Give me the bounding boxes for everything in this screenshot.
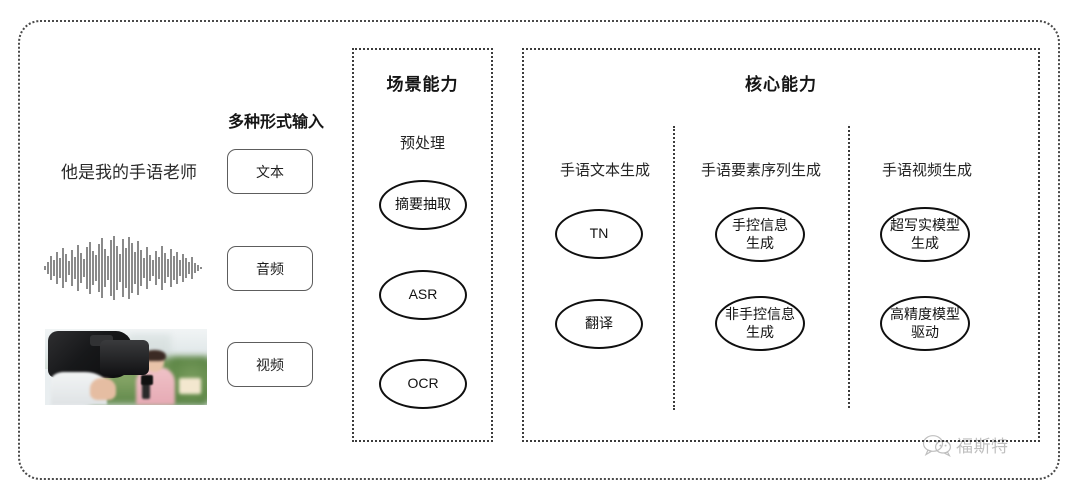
modality-button-video[interactable]: 视频 (227, 342, 313, 387)
core-node-tn[interactable]: TN (555, 209, 643, 259)
audio-waveform-icon (44, 236, 202, 300)
node-label-line1: 非手控信息 (725, 306, 795, 323)
modality-button-text[interactable]: 文本 (227, 149, 313, 194)
wechat-logo-icon (922, 434, 952, 457)
core-node-manual-info-generation[interactable]: 手控信息 生成 (715, 207, 805, 262)
node-label: 翻译 (585, 315, 613, 332)
core-column-divider-1 (673, 126, 675, 410)
core-column-divider-2 (848, 126, 850, 408)
watermark-text: 福斯特 (956, 437, 1009, 456)
node-label-line1: 高精度模型 (890, 306, 960, 323)
modality-label: 音频 (256, 260, 284, 277)
node-label-line2: 生成 (746, 323, 774, 340)
node-label-line1: 超写实模型 (890, 217, 960, 234)
node-label: 摘要抽取 (395, 196, 451, 213)
node-label: 非手控信息 生成 (721, 306, 799, 340)
core-capability-panel: 核心能力 (522, 48, 1040, 442)
node-label: 超写实模型 生成 (886, 217, 964, 251)
node-label: OCR (407, 375, 439, 392)
video-thumbnail-image (45, 329, 207, 405)
scene-group-label: 预处理 (399, 135, 445, 152)
node-label: TN (589, 225, 609, 242)
core-panel-title: 核心能力 (745, 75, 817, 94)
outer-dotted-frame (18, 20, 1060, 480)
scene-node-ocr[interactable]: OCR (379, 359, 467, 409)
node-label: 手控信息 生成 (728, 217, 792, 251)
node-label: 高精度模型 驱动 (886, 306, 964, 340)
core-node-high-precision-model-driving[interactable]: 高精度模型 驱动 (880, 296, 970, 351)
input-section-heading: 多种形式输入 (227, 114, 324, 131)
node-label-line1: 手控信息 (732, 217, 788, 234)
scene-panel-title: 场景能力 (386, 75, 459, 94)
core-column-label-sign-element-sequence-generation: 手语要素序列生成 (700, 162, 821, 179)
scene-node-summary-extraction[interactable]: 摘要抽取 (379, 180, 467, 230)
core-node-translation[interactable]: 翻译 (555, 299, 643, 349)
core-column-label-sign-text-generation: 手语文本生成 (559, 162, 650, 179)
core-node-non-manual-info-generation[interactable]: 非手控信息 生成 (715, 296, 805, 351)
modality-label: 文本 (256, 163, 284, 180)
sample-sentence-text: 他是我的手语老师 (61, 163, 197, 182)
node-label-line2: 驱动 (911, 323, 939, 340)
modality-button-audio[interactable]: 音频 (227, 246, 313, 291)
node-label: ASR (408, 286, 438, 303)
scene-node-asr[interactable]: ASR (379, 270, 467, 320)
core-node-photorealistic-model-generation[interactable]: 超写实模型 生成 (880, 207, 970, 262)
node-label-line2: 生成 (911, 234, 939, 251)
node-label-line2: 生成 (746, 234, 774, 251)
watermark: 福斯特 (922, 432, 1009, 457)
modality-label: 视频 (256, 356, 284, 373)
scene-capability-panel: 场景能力 (352, 48, 493, 442)
core-column-label-sign-video-generation: 手语视频生成 (881, 162, 972, 179)
